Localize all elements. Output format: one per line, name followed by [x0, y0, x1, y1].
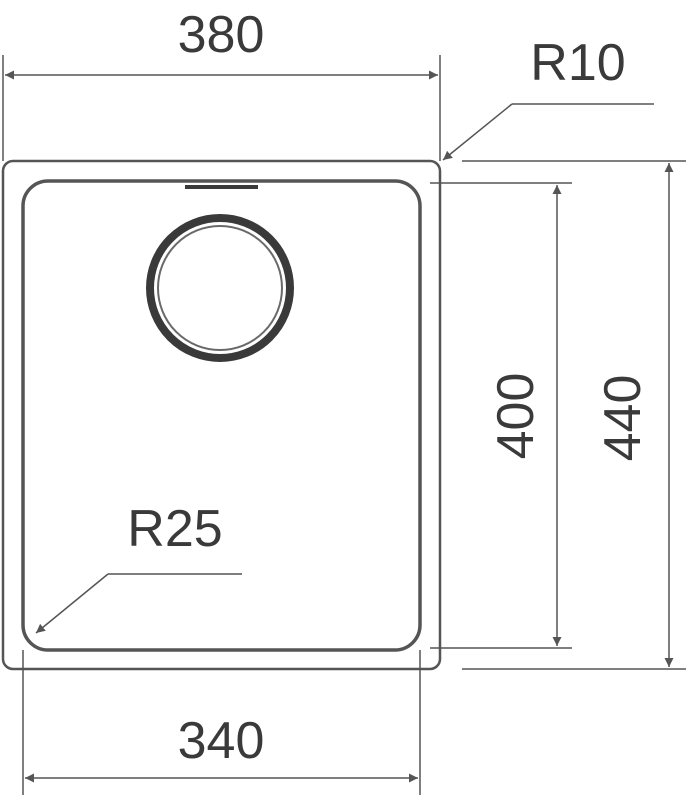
drain-inner-ring — [157, 225, 283, 351]
dim-outer-width-label: 380 — [178, 6, 265, 64]
dim-inner-width-label: 340 — [178, 712, 265, 770]
r25-leader-arrow — [35, 573, 109, 634]
r10-leader-arrow — [442, 103, 513, 161]
r25-label: R25 — [127, 500, 222, 558]
dim-outer-height-label: 440 — [594, 375, 652, 462]
dim-inner-height-label: 400 — [487, 373, 545, 460]
r10-label: R10 — [530, 34, 625, 92]
sink-inner-bowl — [21, 179, 422, 652]
drain-outer-ring — [146, 214, 294, 362]
sink-outer-outline — [1, 159, 442, 671]
